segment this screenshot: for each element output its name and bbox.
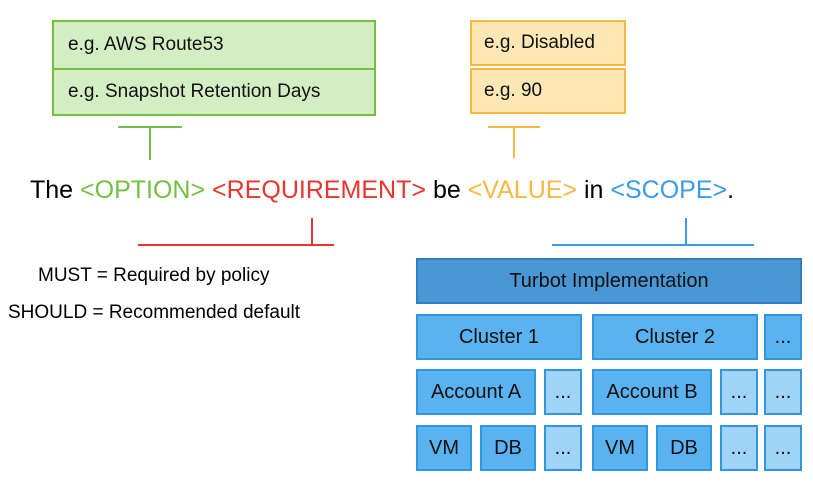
tree-account-a-label: Account A xyxy=(430,380,522,403)
tree-cluster-more: ... xyxy=(764,314,802,360)
tree-resource-a-more-label: ... xyxy=(554,436,572,459)
tree-resource-b-more-1-label: ... xyxy=(730,436,748,459)
legend-must: MUST = Required by policy xyxy=(38,265,270,286)
tree-resource-vm-b-label: VM xyxy=(605,436,635,459)
tree-account-a-more: ... xyxy=(544,369,582,415)
tree-root-label: Turbot Implementation xyxy=(509,269,709,292)
tree-account-a: Account A xyxy=(416,369,536,415)
sentence-value: <VALUE> xyxy=(467,176,578,204)
sentence-option: <OPTION> xyxy=(80,176,206,204)
tree-account-more-label: ... xyxy=(774,380,792,403)
sentence-the: The xyxy=(30,176,74,204)
tree-resource-db-b: DB xyxy=(656,425,712,471)
tree-account-a-more-label: ... xyxy=(554,380,572,403)
value-example-1-text: e.g. Disabled xyxy=(484,32,595,53)
tree-cluster-more-label: ... xyxy=(774,325,792,348)
sentence-requirement: <REQUIREMENT> xyxy=(212,176,426,204)
sentence-scope: <SCOPE> xyxy=(610,176,728,204)
tree-account-more: ... xyxy=(764,369,802,415)
option-example-box-2: e.g. Snapshot Retention Days xyxy=(52,68,376,116)
sentence-period: . xyxy=(727,176,735,204)
value-example-box-2: e.g. 90 xyxy=(470,68,626,114)
option-example-1-text: e.g. AWS Route53 xyxy=(68,34,224,55)
tree-cluster-2: Cluster 2 xyxy=(592,314,758,360)
policy-sentence: The <OPTION> <REQUIREMENT> be <VALUE> in… xyxy=(30,172,790,208)
option-example-2-text: e.g. Snapshot Retention Days xyxy=(68,81,321,102)
tree-cluster-1: Cluster 1 xyxy=(416,314,582,360)
tree-resource-more-label: ... xyxy=(774,436,792,459)
legend-should: SHOULD = Recommended default xyxy=(8,302,301,323)
tree-account-b-label: Account B xyxy=(606,380,698,403)
tree-resource-vm-a-label: VM xyxy=(429,436,459,459)
sentence-in: in xyxy=(583,176,604,204)
value-example-2-text: e.g. 90 xyxy=(484,80,543,101)
tree-root-turbot-implementation: Turbot Implementation xyxy=(416,258,802,304)
tree-account-b: Account B xyxy=(592,369,712,415)
tree-resource-db-b-label: DB xyxy=(670,436,698,459)
tree-resource-a-more: ... xyxy=(544,425,582,471)
sentence-be: be xyxy=(432,176,461,204)
tree-cluster-1-label: Cluster 1 xyxy=(458,325,540,348)
option-example-box-1: e.g. AWS Route53 xyxy=(52,20,376,70)
tree-resource-db-a-label: DB xyxy=(494,436,522,459)
tree-resource-db-a: DB xyxy=(480,425,536,471)
tree-resource-vm-b: VM xyxy=(592,425,648,471)
tree-account-b-more-1: ... xyxy=(720,369,758,415)
tree-resource-b-more-1: ... xyxy=(720,425,758,471)
tree-account-b-more-1-label: ... xyxy=(730,380,748,403)
value-example-box-1: e.g. Disabled xyxy=(470,20,626,66)
tree-cluster-2-label: Cluster 2 xyxy=(634,325,716,348)
tree-resource-more: ... xyxy=(764,425,802,471)
tree-resource-vm-a: VM xyxy=(416,425,472,471)
